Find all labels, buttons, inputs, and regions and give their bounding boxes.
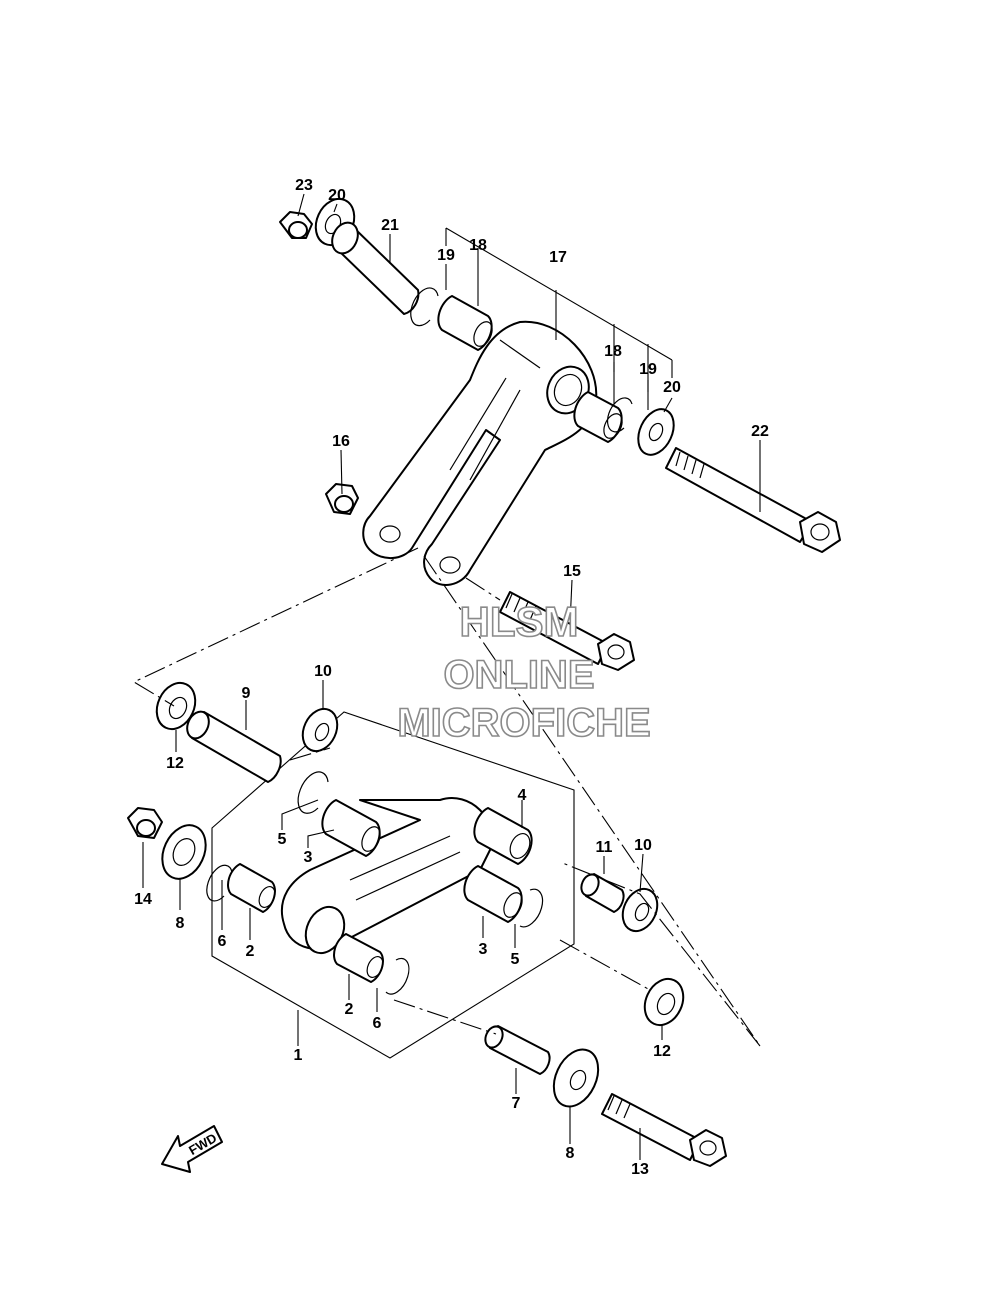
part-5-circlip-upper[interactable]: [297, 771, 329, 814]
center-lines: [132, 547, 761, 1047]
part-21-spacer[interactable]: [327, 218, 420, 315]
callout-12-lower[interactable]: 12: [653, 1043, 671, 1060]
callout-labels: 23 20 21 19 18 17 18 19 20 22 16 15 10 9…: [134, 177, 769, 1178]
callout-6-upper[interactable]: 6: [218, 933, 227, 950]
callout-21[interactable]: 21: [381, 217, 399, 234]
part-10-seal-right[interactable]: [616, 883, 664, 936]
fwd-arrow-icon: FWD: [161, 1125, 223, 1173]
lower-link-assembly: [127, 677, 727, 1167]
callout-4[interactable]: 4: [518, 787, 527, 804]
callout-20-upper[interactable]: 20: [328, 187, 346, 204]
part-8-washer-right[interactable]: [545, 1042, 607, 1113]
callout-5-lower[interactable]: 5: [511, 951, 520, 968]
part-13-bolt[interactable]: [601, 1093, 727, 1167]
part-1-cushion-rod[interactable]: [280, 797, 493, 959]
callout-3-upper[interactable]: 3: [304, 849, 313, 866]
part-5-circlip-lower[interactable]: [519, 888, 544, 928]
callout-8-left[interactable]: 8: [176, 915, 185, 932]
callout-17[interactable]: 17: [549, 249, 567, 266]
part-19-circlip-upper[interactable]: [410, 287, 439, 327]
callout-19-lower[interactable]: 19: [639, 361, 657, 378]
frame-part-1: [211, 711, 575, 1059]
callout-2-lower[interactable]: 2: [345, 1001, 354, 1018]
callout-11[interactable]: 11: [596, 839, 613, 856]
part-10-seal-left[interactable]: [296, 703, 344, 756]
callout-22[interactable]: 22: [751, 423, 769, 440]
watermark-line-1: HLSM: [460, 598, 579, 645]
callout-13[interactable]: 13: [631, 1161, 649, 1178]
part-4-bearing[interactable]: [473, 807, 533, 865]
callout-10-lower[interactable]: 10: [634, 837, 652, 854]
part-18-bearing-lower[interactable]: [573, 391, 625, 443]
part-3-bearing-lower[interactable]: [463, 865, 525, 923]
part-8-washer-left[interactable]: [154, 818, 214, 886]
callout-12-upper[interactable]: 12: [166, 755, 184, 772]
callout-15[interactable]: 15: [563, 563, 581, 580]
part-3-bearing-upper[interactable]: [321, 799, 383, 857]
callout-23[interactable]: 23: [295, 177, 313, 194]
callout-14[interactable]: 14: [134, 891, 152, 908]
bracket-17: [445, 227, 673, 392]
callout-2-upper[interactable]: 2: [246, 943, 255, 960]
callout-3-lower[interactable]: 3: [479, 941, 488, 958]
callout-5-upper[interactable]: 5: [278, 831, 287, 848]
part-23-nut[interactable]: [279, 211, 313, 239]
part-6-circlip-lower[interactable]: [385, 957, 410, 995]
part-16-nut[interactable]: [325, 483, 359, 515]
callout-19-upper[interactable]: 19: [437, 247, 455, 264]
callout-16[interactable]: 16: [332, 433, 350, 450]
callout-20-lower[interactable]: 20: [663, 379, 681, 396]
part-12-dust-seal-right[interactable]: [638, 973, 691, 1032]
part-14-nut[interactable]: [127, 807, 163, 839]
part-2-bearing-lower[interactable]: [333, 933, 386, 983]
callout-10-upper[interactable]: 10: [314, 663, 332, 680]
part-17-cushion-lever[interactable]: [362, 320, 598, 586]
part-11-spacer[interactable]: [578, 872, 625, 913]
callout-6-lower[interactable]: 6: [373, 1015, 382, 1032]
part-22-bolt[interactable]: [665, 447, 841, 553]
part-6-circlip-upper[interactable]: [206, 864, 233, 902]
part-12-dust-seal-left[interactable]: [150, 677, 203, 736]
callout-9[interactable]: 9: [242, 685, 251, 702]
upper-link-assembly: [279, 197, 841, 671]
part-9-spacer[interactable]: [183, 708, 282, 783]
part-2-bearing-upper[interactable]: [227, 863, 278, 913]
watermark-line-2: ONLINE: [443, 653, 594, 697]
callout-18-upper[interactable]: 18: [469, 237, 487, 254]
part-18-bearing-upper[interactable]: [437, 295, 495, 351]
part-20-washer-lower[interactable]: [631, 403, 680, 460]
watermark: HLSM ONLINE MICROFICHE: [397, 597, 652, 746]
callout-18-lower[interactable]: 18: [604, 343, 622, 360]
part-7-spacer[interactable]: [482, 1024, 551, 1075]
watermark-line-3: MICROFICHE: [397, 701, 650, 745]
callout-1[interactable]: 1: [294, 1047, 303, 1064]
part-15-bolt[interactable]: [499, 591, 635, 671]
leader-lines: [142, 193, 761, 1160]
callout-7[interactable]: 7: [512, 1095, 521, 1112]
callout-8-right[interactable]: 8: [566, 1145, 575, 1162]
part-19-circlip-lower[interactable]: [607, 397, 633, 433]
